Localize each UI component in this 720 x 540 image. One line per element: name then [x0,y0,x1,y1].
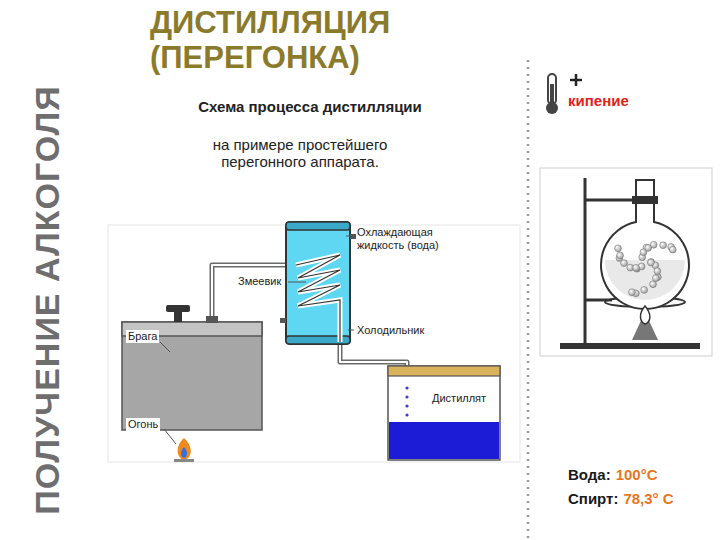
part-label: Огонь [126,418,160,431]
cooler [280,222,356,344]
slide-title: ДИСТИЛЛЯЦИЯ (ПЕРЕГОНКА) [150,6,480,75]
boiling-flask [540,168,712,356]
value-number: 100°C [616,466,658,483]
part-label: Охлаждающая жидкость (вода) [357,226,469,251]
value-number: 78,3° C [623,490,673,507]
part-label: Брага [126,330,159,343]
value-name: Вода: [568,466,611,483]
leader-lines [160,236,354,444]
value-name: Спирт: [568,490,618,507]
caption-line: на примере простейшего перегонного аппар… [180,136,420,171]
distillate-jar [388,366,500,460]
part-label: Дистиллят [430,392,488,405]
boiling-label: кипение [568,92,629,109]
side-banner: ПОЛУЧЕНИЕ АЛКОГОЛЯ [28,85,67,514]
valve [166,305,190,312]
part-label: Змеевик [238,275,281,288]
part-label: Холодильник [357,324,424,337]
flame [174,438,194,462]
divider [527,60,530,540]
mash-tank [122,322,262,430]
diagram-caption: Схема процесса дистилляции [190,98,430,115]
diagram-panel [108,225,520,462]
